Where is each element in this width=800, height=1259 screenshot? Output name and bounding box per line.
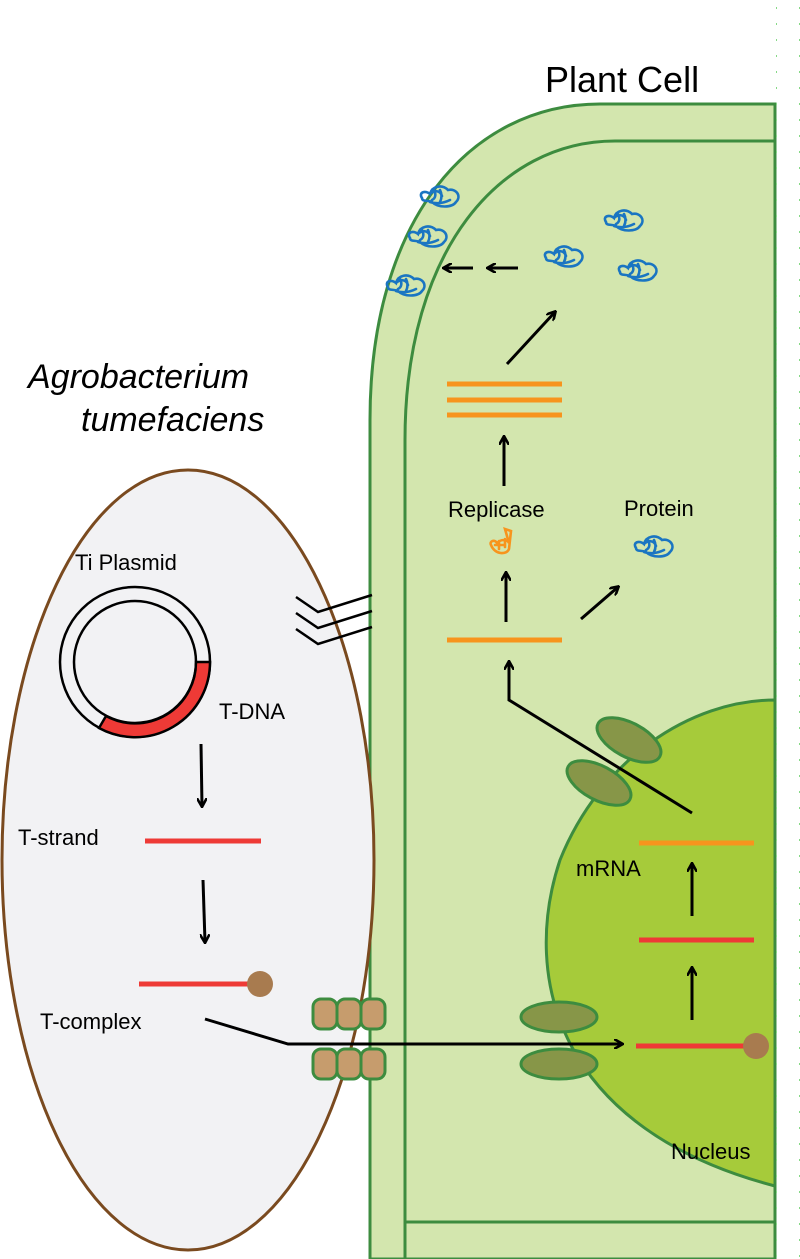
t-dna-label: T-DNA xyxy=(219,699,285,724)
transport-channel xyxy=(311,997,387,1081)
mrna-label: mRNA xyxy=(576,856,641,881)
t-complex xyxy=(139,971,273,997)
species-name-line1: Agrobacterium xyxy=(26,358,249,396)
replicase-label: Replicase xyxy=(448,497,545,522)
dotted-margin xyxy=(776,0,800,1259)
ti-plasmid-label: Ti Plasmid xyxy=(75,550,177,575)
arrow-complex-to-nucleus xyxy=(204,1017,622,1044)
contact-zigzags xyxy=(295,593,373,646)
replicated-rna xyxy=(447,381,562,418)
arrow-to-proteins xyxy=(505,312,555,366)
ti-plasmid xyxy=(58,585,212,739)
agrobacterium-cell xyxy=(0,468,376,1252)
arrow-plasmid-to-strand xyxy=(201,743,202,806)
arrow-strand-to-complex xyxy=(203,879,205,942)
species-name-line2: tumefaciens xyxy=(81,401,264,439)
replicase-icon xyxy=(489,526,513,555)
nucleus-label: Nucleus xyxy=(671,1139,750,1164)
nuclear-t-complex xyxy=(636,1033,769,1059)
nucleus xyxy=(544,698,777,1188)
t-complex-label: T-complex xyxy=(40,1009,141,1034)
plant-cell-label: Plant Cell xyxy=(545,59,699,100)
arrow-to-protein xyxy=(580,587,618,621)
t-dna-segment xyxy=(97,660,212,739)
t-strand-label: T-strand xyxy=(18,825,99,850)
protein-label: Protein xyxy=(624,496,694,521)
arrow-mrna-export xyxy=(509,662,693,815)
plasma-membrane xyxy=(403,139,775,1259)
nuclear-pores xyxy=(519,716,663,1081)
